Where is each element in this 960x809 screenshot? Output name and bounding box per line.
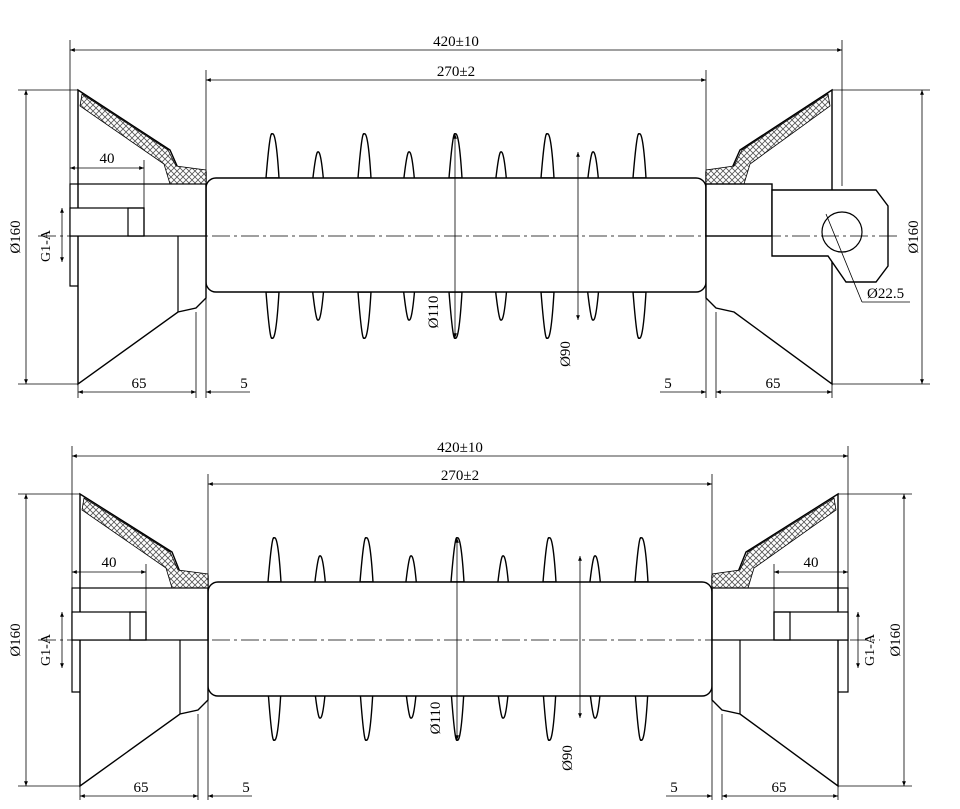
top-insulated-length: 270±2 [437, 64, 475, 80]
bottom-right-socket-depth: 40 [804, 555, 819, 571]
top-left-end-diameter: Ø160 [8, 220, 24, 253]
top-left-gap: 5 [240, 376, 248, 392]
top-shed-large-diameter: Ø110 [426, 296, 442, 329]
bottom-overall-length: 420±10 [437, 440, 483, 456]
bottom-right-fitting-length: 65 [772, 780, 787, 796]
bottom-right-thread: G1-A [863, 633, 878, 666]
top-dim-lines [18, 40, 930, 398]
top-right-gap: 5 [664, 376, 672, 392]
top-core [205, 177, 707, 293]
bottom-right-end-diameter: Ø160 [888, 623, 904, 656]
top-overall-length: 420±10 [433, 34, 479, 50]
bottom-view: 420±10 270±2 Ø160 Ø160 G1-A G1-A 40 40 Ø… [8, 440, 912, 800]
top-left-thread: G1-A [39, 229, 54, 262]
bottom-shed-small-diameter: Ø90 [560, 745, 576, 771]
top-left-socket-depth: 40 [100, 151, 115, 167]
bottom-left-fitting-length: 65 [134, 780, 149, 796]
top-left-fitting [69, 88, 207, 386]
top-right-end-diameter: Ø160 [906, 220, 922, 253]
bottom-dim-lines [18, 446, 912, 800]
bottom-left-end-diameter: Ø160 [8, 623, 24, 656]
bottom-core [207, 581, 713, 697]
bottom-insulated-length: 270±2 [441, 468, 479, 484]
top-eye-hole-diameter: Ø22.5 [867, 286, 904, 302]
top-view: 420±10 270±2 Ø160 Ø160 G1-A 40 Ø110 Ø90 … [8, 34, 930, 398]
top-right-fitting [705, 88, 889, 386]
bottom-left-socket-depth: 40 [102, 555, 117, 571]
top-left-fitting-length: 65 [132, 376, 147, 392]
bottom-shed-large-diameter: Ø110 [428, 702, 444, 735]
top-right-fitting-length: 65 [766, 376, 781, 392]
bottom-left-thread: G1-A [39, 633, 54, 666]
top-shed-small-diameter: Ø90 [558, 341, 574, 367]
bottom-right-gap: 5 [670, 780, 678, 796]
bottom-left-gap: 5 [242, 780, 250, 796]
